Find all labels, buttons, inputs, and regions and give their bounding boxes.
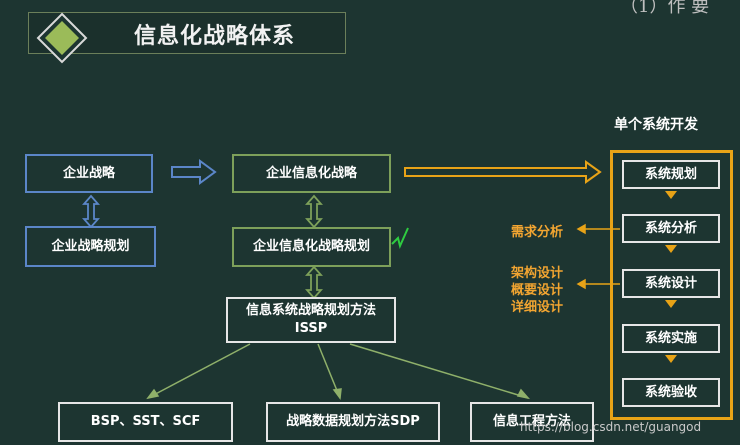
blue-double-arrow-icon (82, 194, 100, 229)
enterprise-strategy-label: 企业战略 (62, 165, 115, 181)
diamond-icon (36, 12, 88, 64)
ie-box: 信息工程方法 (470, 402, 594, 442)
blue-right-arrow-icon (171, 159, 217, 185)
green-double-arrow-icon-2 (305, 265, 323, 300)
isp-method-line2: ISSP (294, 321, 328, 336)
requirements-label: 需求分析 (511, 225, 564, 240)
step-acceptance-label: 系统验收 (644, 384, 697, 400)
step-implementation-label: 系统实施 (644, 330, 697, 346)
bsp-label: BSP、SST、SCF (90, 414, 201, 430)
step-acceptance: 系统验收 (622, 378, 720, 407)
step-analysis: 系统分析 (622, 214, 720, 243)
design-label-2: 概要设计 (511, 283, 564, 298)
enterprise-strategy-box: 企业战略 (25, 154, 153, 193)
step-design-label: 系统设计 (644, 275, 697, 291)
page-title: 信息化战略体系 (134, 24, 296, 49)
bsp-box: BSP、SST、SCF (58, 402, 233, 442)
orange-right-arrow-icon (404, 160, 602, 184)
step-planning: 系统规划 (622, 160, 720, 189)
sdp-box: 战略数据规划方法SDP (266, 402, 440, 442)
step-implementation: 系统实施 (622, 324, 720, 353)
right-panel-frame (610, 150, 733, 420)
info-strategy-box: 企业信息化战略 (232, 154, 391, 193)
design-label-1: 架构设计 (511, 266, 564, 281)
watermark-text: https://blog.csdn.net/guangod (520, 420, 702, 434)
enterprise-strategy-planning-label: 企业战略规划 (51, 238, 130, 254)
sdp-label: 战略数据规划方法SDP (286, 414, 420, 430)
step-design: 系统设计 (622, 269, 720, 298)
ie-label: 信息工程方法 (492, 414, 571, 430)
design-label-3: 详细设计 (511, 300, 564, 315)
step-planning-label: 系统规划 (644, 166, 697, 182)
isp-method-line1: 信息系统战略规划方法 (245, 303, 376, 319)
info-strategy-planning-box: 企业信息化战略规划 (232, 227, 391, 267)
enterprise-strategy-planning-box: 企业战略规划 (25, 226, 156, 267)
isp-method-box: 信息系统战略规划方法 ISSP (226, 297, 396, 343)
step-analysis-label: 系统分析 (644, 220, 697, 236)
corner-text: （1）作 要 (620, 0, 710, 17)
right-panel-title: 单个系统开发 (614, 117, 698, 133)
info-strategy-label: 企业信息化战略 (265, 165, 357, 181)
green-double-arrow-icon (305, 194, 323, 229)
info-strategy-planning-label: 企业信息化战略规划 (252, 239, 370, 255)
